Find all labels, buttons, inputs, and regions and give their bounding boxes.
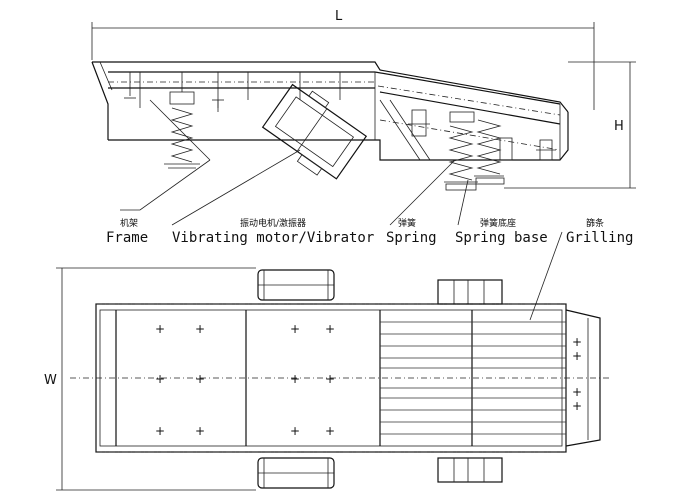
dimension-width: W: [44, 267, 256, 491]
svg-text:+: +: [290, 322, 300, 336]
plan-view: + + + + + + + + + + + + + + + + W: [44, 267, 610, 491]
spring-base-top: [437, 279, 503, 305]
svg-text:+: +: [195, 424, 205, 438]
label-grilling-cn: 篩条: [586, 217, 604, 229]
svg-text:+: +: [195, 322, 205, 336]
label-spring-base-en: Spring base: [455, 230, 548, 246]
label-spring-base-cn: 弹簧底座: [480, 217, 516, 229]
svg-text:+: +: [325, 424, 335, 438]
svg-text:+: +: [572, 385, 582, 399]
svg-text:+: +: [195, 372, 205, 386]
svg-text:+: +: [290, 372, 300, 386]
label-vibrator-en: Vibrating motor/Vibrator: [172, 230, 374, 246]
dimension-width-label: W: [44, 373, 57, 388]
svg-text:+: +: [155, 322, 165, 336]
frame-ribs: [124, 72, 376, 140]
grilling-bars: [380, 321, 566, 435]
svg-text:+: +: [572, 399, 582, 413]
side-view: H: [91, 61, 636, 191]
dimension-height-label: H: [614, 119, 624, 134]
spring-base-bottom: [437, 457, 503, 483]
label-frame-cn: 机架: [120, 217, 138, 229]
label-spring-cn: 弹簧: [398, 217, 416, 229]
label-spring-en: Spring: [386, 230, 437, 246]
dimension-height: H: [504, 61, 636, 189]
motor-drum-top: [257, 269, 335, 301]
svg-text:+: +: [572, 335, 582, 349]
svg-text:+: +: [155, 372, 165, 386]
spring-left: [164, 91, 200, 169]
svg-text:+: +: [572, 349, 582, 363]
leader-lines: [120, 99, 563, 321]
svg-text:+: +: [290, 424, 300, 438]
motor-drum-bottom: [257, 457, 335, 489]
label-frame-en: Frame: [106, 230, 148, 246]
dimension-length-label: L: [335, 9, 343, 24]
component-labels: 机架 Frame 振动电机/激振器 Vibrating motor/Vibrat…: [106, 217, 633, 246]
bolt-markers: + + + + + + + + + + + + + + + +: [155, 322, 582, 438]
dimension-length: L: [91, 9, 595, 110]
svg-text:+: +: [155, 424, 165, 438]
grilling-side: [379, 99, 561, 161]
spring-right: [444, 111, 505, 191]
label-vibrator-cn: 振动电机/激振器: [240, 217, 306, 229]
vibrating-motor: [261, 83, 368, 180]
label-grilling-en: Grilling: [566, 230, 633, 246]
svg-text:+: +: [325, 322, 335, 336]
svg-text:+: +: [325, 372, 335, 386]
